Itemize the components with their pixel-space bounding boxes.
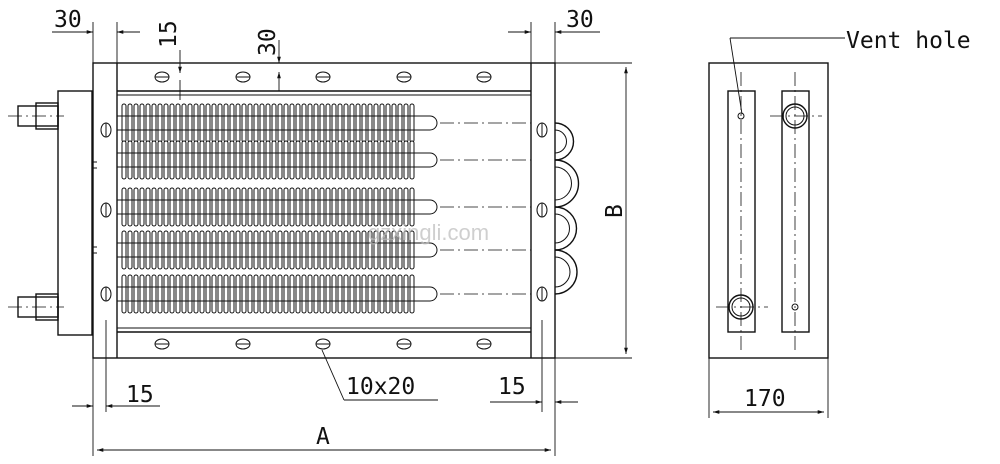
finned-tube (117, 274, 531, 314)
u-bend (554, 122, 575, 161)
mounting-hole-icon (235, 71, 251, 83)
side-slot-icon (536, 202, 548, 218)
mounting-hole-icon (235, 338, 251, 350)
mounting-hole-icon (315, 71, 331, 83)
u-bend (554, 159, 580, 208)
side-slot-icon (100, 286, 112, 302)
side-header-left (727, 90, 756, 333)
u-bends (554, 122, 580, 295)
vent-hole-marker (791, 303, 799, 311)
finned-tube (117, 140, 531, 180)
mounting-hole-icon (476, 338, 492, 350)
mounting-hole-icon (396, 338, 412, 350)
frame-outline (92, 62, 556, 359)
front-view (8, 62, 580, 359)
finned-tube (117, 230, 531, 270)
fin-offset-label: 15 (156, 20, 182, 48)
side-slot-icon (536, 286, 548, 302)
height-label: B (602, 204, 628, 218)
mounting-hole-icon (315, 338, 331, 350)
outlet-pipe (8, 293, 64, 321)
dimensions: 30 30 15 30 10x20 15 15 A (52, 7, 632, 456)
mounting-hole-icon (154, 71, 170, 83)
side-view: Vent hole 170 (708, 28, 971, 418)
u-bend (554, 249, 578, 295)
vent-hole-marker (737, 112, 745, 120)
side-holes (100, 122, 548, 302)
mounting-holes (154, 71, 492, 350)
mounting-hole-icon (154, 338, 170, 350)
inlet-manifold (57, 90, 93, 336)
depth-label: 170 (744, 386, 786, 412)
side-slot-icon (100, 122, 112, 138)
slot-size-label: 10x20 (346, 374, 415, 400)
side-view-outline (708, 62, 829, 359)
vent-hole-label: Vent hole (846, 28, 971, 54)
flange-width-right-label: 30 (566, 7, 594, 33)
mounting-hole-icon (396, 71, 412, 83)
watermark: gzxingli.com (368, 220, 489, 245)
side-header-right (781, 90, 810, 333)
finned-tube (117, 187, 531, 227)
mounting-hole-icon (476, 71, 492, 83)
finned-tubes (117, 103, 531, 314)
inlet-pipe (8, 102, 64, 130)
flange-width-left-label: 30 (54, 7, 82, 33)
finned-tube (117, 103, 531, 143)
side-slot-icon (536, 122, 548, 138)
edge-right-label: 15 (498, 374, 526, 400)
length-label: A (316, 424, 330, 450)
side-slot-icon (100, 202, 112, 218)
u-bend (554, 206, 578, 251)
edge-left-label: 15 (126, 382, 154, 408)
top-offset-label: 30 (255, 28, 281, 56)
